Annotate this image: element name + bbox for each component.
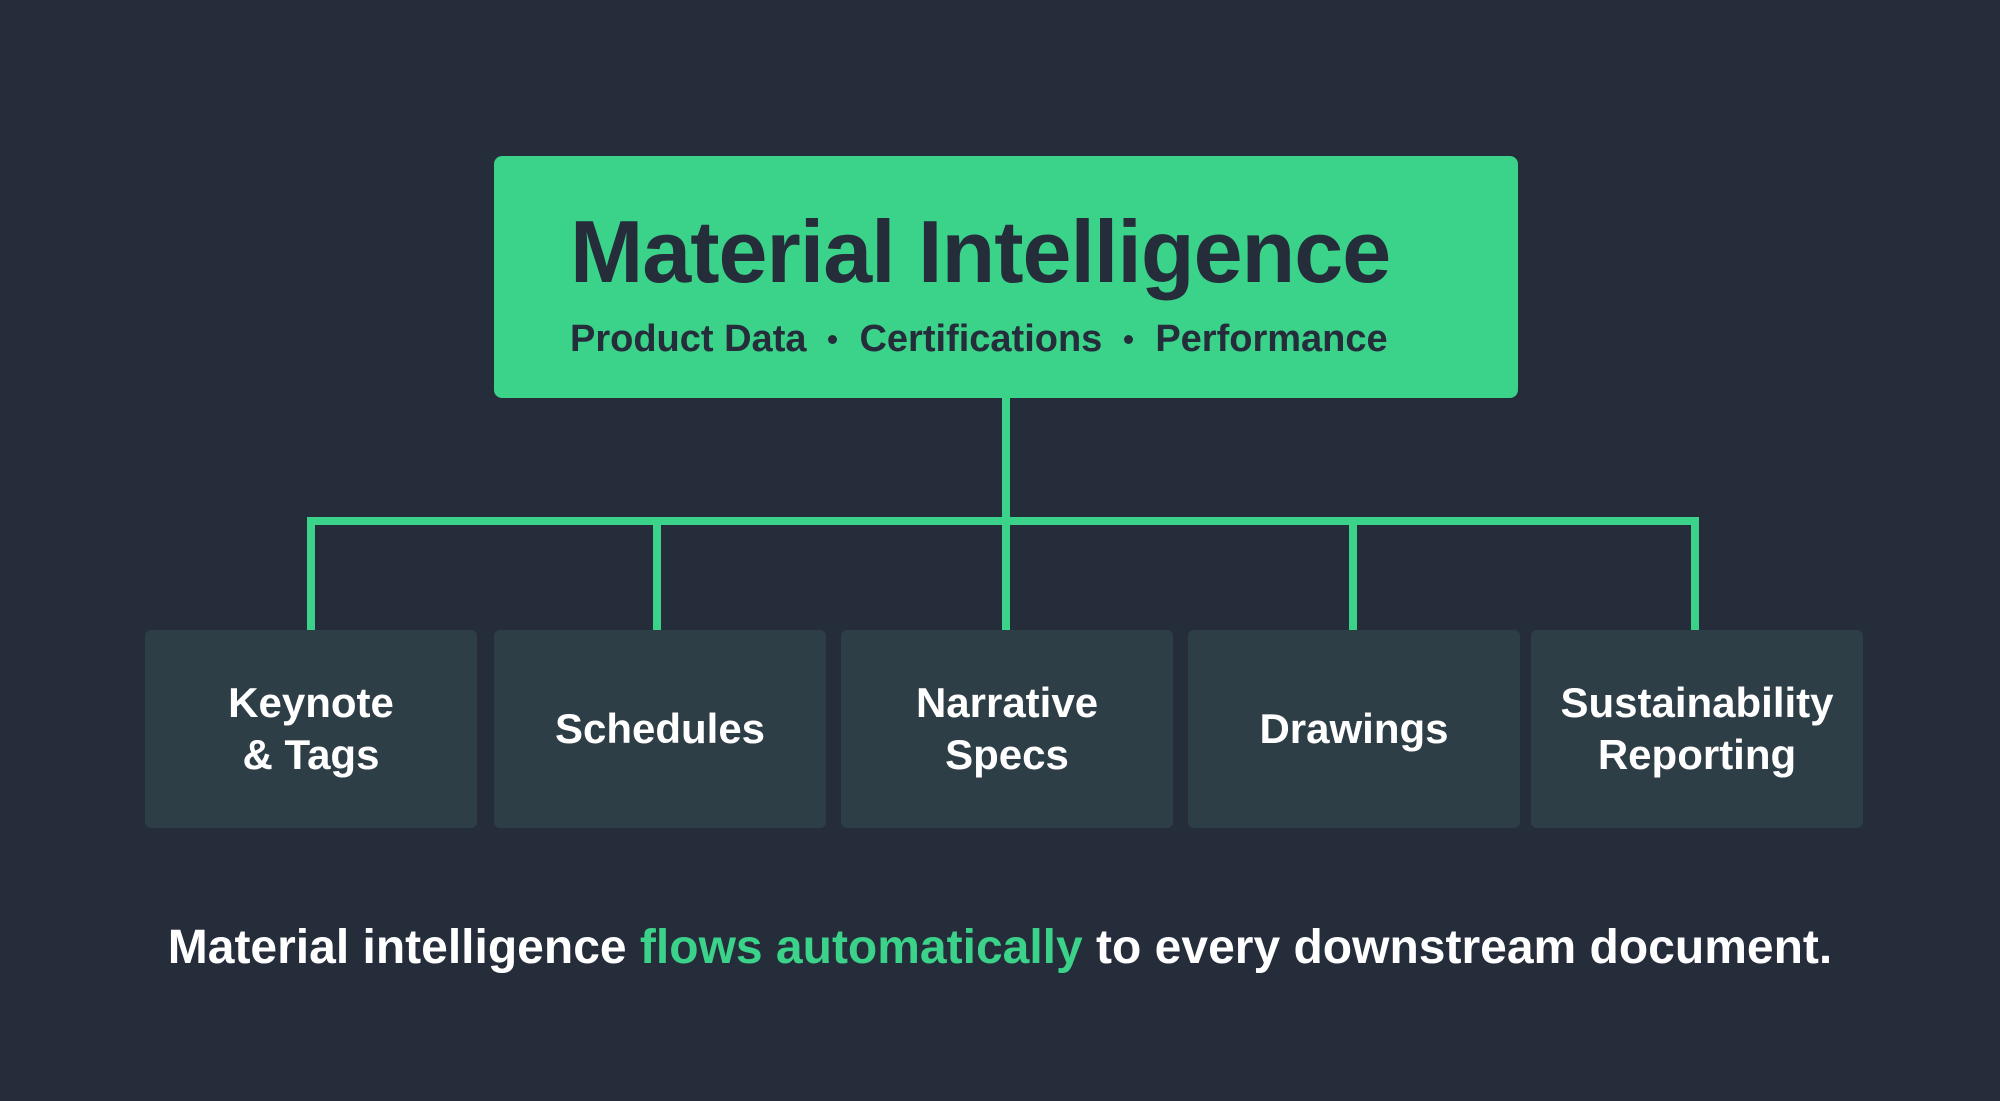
bullet-separator: [828, 334, 838, 344]
root-title: Material Intelligence: [570, 202, 1391, 301]
child-node-sustainability-reporting: Sustainability Reporting: [1531, 630, 1863, 828]
child-label: Narrative Specs: [915, 679, 1099, 778]
child-label: Schedules: [554, 705, 766, 752]
child-label: Sustainability Reporting: [1560, 679, 1834, 778]
root-node: Material Intelligence Product Data Certi…: [494, 156, 1518, 398]
child-node-narrative-specs: Narrative Specs: [841, 630, 1173, 828]
bullet-separator: [1124, 334, 1134, 344]
root-tags: Product Data Certifications Performance: [570, 320, 1388, 358]
tag-performance: Performance: [1155, 318, 1388, 360]
child-node-keynote-tags: Keynote & Tags: [145, 630, 477, 828]
child-node-drawings: Drawings: [1188, 630, 1520, 828]
caption: Material intelligence flows automaticall…: [0, 920, 2000, 975]
tag-certifications: Certifications: [859, 318, 1103, 360]
tag-product-data: Product Data: [570, 318, 807, 360]
child-node-schedules: Schedules: [494, 630, 826, 828]
caption-after: to every downstream document.: [1082, 921, 1833, 974]
caption-before: Material intelligence: [167, 921, 640, 974]
child-label: Keynote & Tags: [228, 679, 394, 778]
caption-highlight: flows automatically: [639, 921, 1083, 974]
child-label: Drawings: [1259, 705, 1449, 752]
